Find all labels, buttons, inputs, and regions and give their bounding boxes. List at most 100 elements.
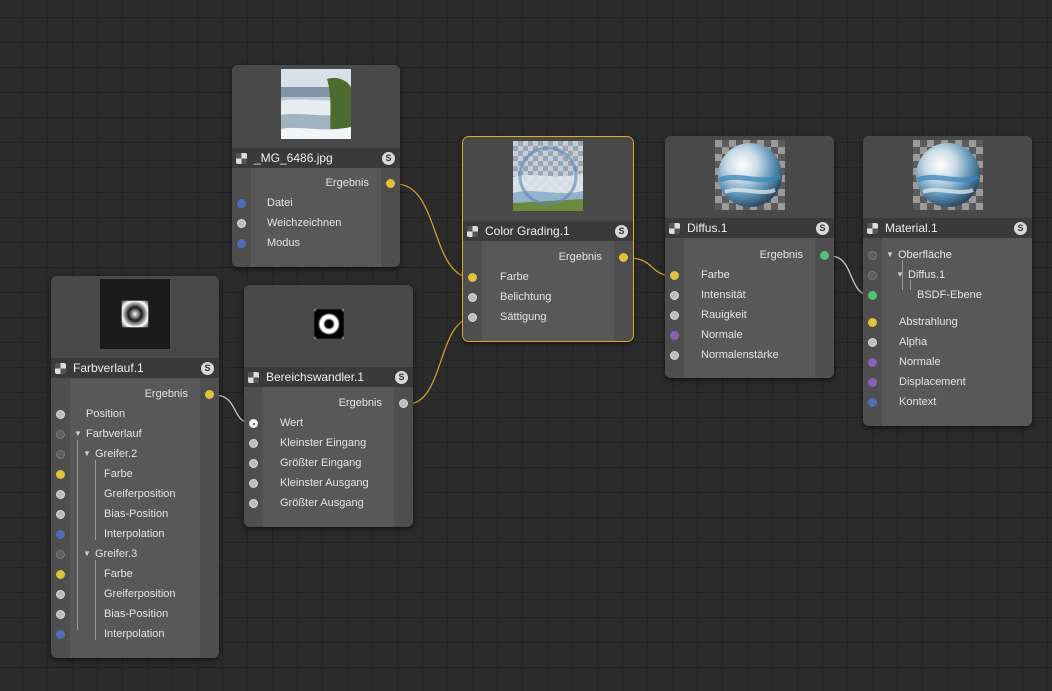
- input-port-interpolation[interactable]: [56, 630, 65, 639]
- input-port-modus[interactable]: [237, 239, 246, 248]
- input-label: Größter Eingang: [280, 457, 362, 469]
- input-row: Größter Ausgang: [244, 494, 413, 514]
- input-label: Farbe: [104, 468, 133, 480]
- image-node[interactable]: _MG_6486.jpg S Ergebnis Datei Weichzeich…: [232, 65, 400, 267]
- expand-triangle-icon[interactable]: ▼: [896, 270, 904, 279]
- input-port-belichtung[interactable]: [468, 293, 477, 302]
- input-port-weichzeichnen[interactable]: [237, 219, 246, 228]
- solo-badge[interactable]: S: [382, 151, 395, 165]
- node-type-icon: [248, 371, 259, 383]
- input-gutter: [665, 238, 684, 378]
- tree-row[interactable]: ▼ Greifer.2: [51, 445, 219, 465]
- input-row: Modus: [232, 234, 400, 254]
- input-port-kontext[interactable]: [868, 398, 877, 407]
- output-port-ergebnis[interactable]: [386, 179, 395, 188]
- color-grading-node[interactable]: Color Grading.1 S Ergebnis Farbe Belicht…: [462, 136, 634, 342]
- tree-row[interactable]: ▼ Greifer.3: [51, 545, 219, 565]
- tree-label: BSDF-Ebene: [917, 289, 982, 301]
- input-port-greiferposition[interactable]: [56, 490, 65, 499]
- node-title: Material.1: [885, 221, 938, 235]
- output-port-ergebnis[interactable]: [820, 251, 829, 260]
- input-port-saettigung[interactable]: [468, 313, 477, 322]
- tree-row[interactable]: ▼ Farbverlauf: [51, 425, 219, 445]
- input-port-kleinster-eingang[interactable]: [249, 439, 258, 448]
- input-port-bias-position[interactable]: [56, 610, 65, 619]
- node-titlebar[interactable]: Diffus.1 S: [665, 218, 834, 238]
- node-body: Ergebnis Farbe Belichtung Sättigung: [463, 241, 633, 341]
- expand-triangle-icon[interactable]: ▼: [74, 429, 82, 438]
- input-port-interpolation[interactable]: [56, 530, 65, 539]
- node-titlebar[interactable]: Bereichswandler.1 S: [244, 367, 413, 387]
- input-port-farbe[interactable]: [468, 273, 477, 282]
- solo-badge[interactable]: S: [615, 224, 628, 238]
- output-gutter: [815, 238, 834, 378]
- solo-badge[interactable]: S: [395, 370, 408, 384]
- input-port-kleinster-ausgang[interactable]: [249, 479, 258, 488]
- input-port-bsdf-ebene[interactable]: [868, 291, 877, 300]
- input-port-displacement[interactable]: [868, 378, 877, 387]
- tree-label: Oberfläche: [898, 249, 952, 261]
- input-port-alpha[interactable]: [868, 338, 877, 347]
- input-port-normale[interactable]: [670, 331, 679, 340]
- range-mapper-node[interactable]: Bereichswandler.1 S Ergebnis Wert Kleins…: [244, 285, 413, 527]
- input-port-greiferposition[interactable]: [56, 590, 65, 599]
- input-port-farbverlauf[interactable]: [56, 430, 65, 439]
- input-port-rauigkeit[interactable]: [670, 311, 679, 320]
- solo-badge[interactable]: S: [816, 221, 829, 235]
- input-port-intensitaet[interactable]: [670, 291, 679, 300]
- input-port-greifer-2[interactable]: [56, 450, 65, 459]
- node-titlebar[interactable]: Farbverlauf.1 S: [51, 358, 219, 378]
- input-port-farbe[interactable]: [56, 570, 65, 579]
- tree-row[interactable]: ▼ Oberfläche: [863, 246, 1032, 266]
- input-label: Normale: [899, 356, 941, 368]
- output-row: Ergebnis: [463, 248, 633, 268]
- input-row: Interpolation: [51, 625, 219, 645]
- input-port-farbe[interactable]: [670, 271, 679, 280]
- expand-triangle-icon[interactable]: ▼: [83, 549, 91, 558]
- input-port-abstrahlung[interactable]: [868, 318, 877, 327]
- input-port-oberflaeche[interactable]: [868, 251, 877, 260]
- input-label: Farbe: [701, 269, 730, 281]
- input-row: Greiferposition: [51, 485, 219, 505]
- input-port-normalenstaerke[interactable]: [670, 351, 679, 360]
- input-port-datei[interactable]: [237, 199, 246, 208]
- input-port-wert[interactable]: [249, 419, 258, 428]
- solo-badge[interactable]: S: [1014, 221, 1027, 235]
- input-gutter: [232, 168, 251, 267]
- material-node[interactable]: Material.1 S ▼ Oberfläche ▼ Diffus.1 BSD…: [863, 136, 1032, 426]
- input-row: Kleinster Eingang: [244, 434, 413, 454]
- output-port-ergebnis[interactable]: [619, 253, 628, 262]
- tree-line: [910, 280, 911, 290]
- color-grading-thumbnail: [513, 141, 583, 211]
- expand-triangle-icon[interactable]: ▼: [83, 449, 91, 458]
- node-type-icon: [867, 222, 878, 234]
- expand-triangle-icon[interactable]: ▼: [886, 250, 894, 259]
- input-port-normale[interactable]: [868, 358, 877, 367]
- node-titlebar[interactable]: Color Grading.1 S: [463, 221, 633, 241]
- input-label: Normalenstärke: [701, 349, 779, 361]
- input-row: Kontext: [863, 393, 1032, 413]
- input-port-diffus[interactable]: [868, 271, 877, 280]
- input-port-groesster-eingang[interactable]: [249, 459, 258, 468]
- node-titlebar[interactable]: Material.1 S: [863, 218, 1032, 238]
- input-row: Weichzeichnen: [232, 214, 400, 234]
- tree-row[interactable]: ▼ Diffus.1: [863, 266, 1032, 286]
- input-row: Normalenstärke: [665, 346, 834, 366]
- gradient-node[interactable]: Farbverlauf.1 S Ergebnis Position ▼ Farb…: [51, 276, 219, 658]
- node-type-icon: [236, 152, 247, 164]
- wire-image-to-colorgrading[interactable]: [395, 183, 474, 279]
- input-port-bias-position[interactable]: [56, 510, 65, 519]
- input-port-greifer-3[interactable]: [56, 550, 65, 559]
- input-port-groesster-ausgang[interactable]: [249, 499, 258, 508]
- diffus-node[interactable]: Diffus.1 S Ergebnis Farbe Intensität Rau…: [665, 136, 834, 378]
- node-titlebar[interactable]: _MG_6486.jpg S: [232, 148, 400, 168]
- solo-badge[interactable]: S: [201, 361, 214, 375]
- output-port-ergebnis[interactable]: [205, 390, 214, 399]
- input-row: Sättigung: [463, 308, 633, 328]
- input-port-farbe[interactable]: [56, 470, 65, 479]
- input-row: Wert: [244, 414, 413, 434]
- node-preview: [463, 137, 633, 221]
- output-label: Ergebnis: [144, 388, 188, 400]
- input-port-position[interactable]: [56, 410, 65, 419]
- output-port-ergebnis[interactable]: [399, 399, 408, 408]
